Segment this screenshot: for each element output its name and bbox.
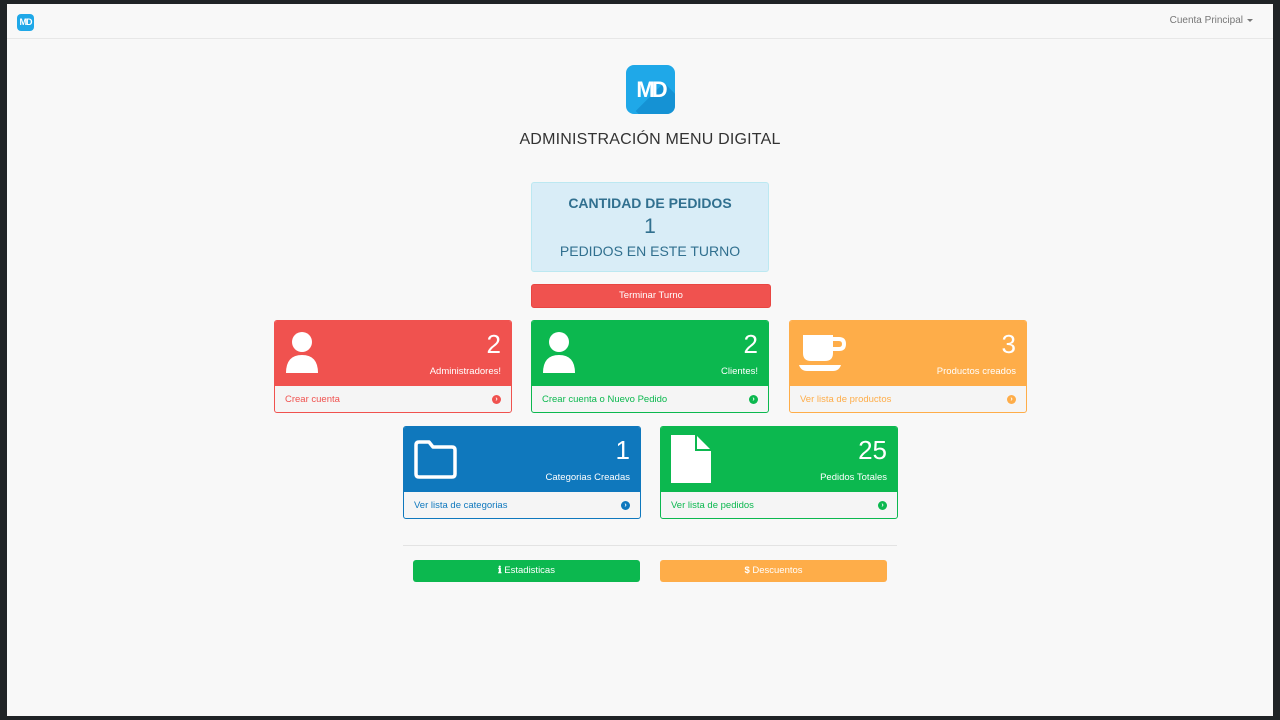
card-header: 2 Administradores!	[275, 321, 511, 386]
card-categories: 1 Categorias Creadas Ver lista de catego…	[403, 426, 641, 519]
app-logo-text: MD	[636, 77, 667, 102]
card-link-text: Crear cuenta o Nuevo Pedido	[542, 394, 668, 405]
end-shift-button[interactable]: Terminar Turno	[531, 284, 771, 308]
page: MD Cuenta Principal MD ADMINISTRACIÓN ME…	[7, 4, 1273, 716]
brand-logo-icon[interactable]: MD	[17, 14, 34, 31]
card-footer-link[interactable]: Crear cuenta ›	[275, 386, 511, 412]
orders-title: CANTIDAD DE PEDIDOS	[568, 195, 732, 211]
card-count: 1	[615, 435, 630, 465]
arrow-circle-right-icon: ›	[621, 501, 630, 510]
orders-count: 1	[644, 215, 656, 238]
card-count: 2	[486, 329, 501, 359]
card-header: 2 Clientes!	[532, 321, 768, 386]
card-label: Clientes!	[721, 366, 758, 377]
caret-down-icon	[1247, 18, 1253, 22]
user-icon	[286, 332, 318, 373]
discounts-button-label: Descuentos	[752, 565, 803, 576]
card-link-text: Ver lista de productos	[800, 394, 892, 405]
account-menu-label: Cuenta Principal	[1169, 15, 1243, 26]
card-footer-link[interactable]: Crear cuenta o Nuevo Pedido ›	[532, 386, 768, 412]
file-icon	[671, 435, 711, 483]
card-link-text: Ver lista de categorias	[414, 500, 508, 511]
card-count: 2	[743, 329, 758, 359]
card-label: Administradores!	[429, 366, 501, 377]
info-icon: ℹ	[498, 565, 502, 576]
discounts-button[interactable]: $ Descuentos	[660, 560, 887, 582]
navbar: MD Cuenta Principal	[7, 4, 1273, 39]
card-orders: 25 Pedidos Totales Ver lista de pedidos …	[660, 426, 898, 519]
card-link-text: Crear cuenta	[285, 394, 340, 405]
arrow-circle-right-icon: ›	[749, 395, 758, 404]
card-link-text: Ver lista de pedidos	[671, 500, 754, 511]
arrow-circle-right-icon: ›	[878, 501, 887, 510]
card-label: Productos creados	[936, 366, 1016, 377]
card-count: 25	[858, 435, 887, 465]
arrow-circle-right-icon: ›	[492, 395, 501, 404]
card-footer-link[interactable]: Ver lista de pedidos ›	[661, 492, 897, 518]
card-clients: 2 Clientes! Crear cuenta o Nuevo Pedido …	[531, 320, 769, 413]
card-header: 25 Pedidos Totales	[661, 427, 897, 492]
divider	[403, 545, 897, 546]
statistics-button[interactable]: ℹ Estadisticas	[413, 560, 640, 582]
arrow-circle-right-icon: ›	[1007, 395, 1016, 404]
coffee-icon	[799, 335, 846, 371]
card-products: 3 Productos creados Ver lista de product…	[789, 320, 1027, 413]
card-administrators: 2 Administradores! Crear cuenta ›	[274, 320, 512, 413]
card-header: 3 Productos creados	[790, 321, 1026, 386]
card-header: 1 Categorias Creadas	[404, 427, 640, 492]
user-icon	[543, 332, 575, 373]
orders-subtitle: PEDIDOS EN ESTE TURNO	[559, 243, 741, 259]
card-footer-link[interactable]: Ver lista de productos ›	[790, 386, 1026, 412]
dollar-icon: $	[744, 565, 750, 576]
account-menu[interactable]: Cuenta Principal	[1170, 15, 1253, 26]
card-count: 3	[1001, 329, 1016, 359]
orders-summary-panel: CANTIDAD DE PEDIDOS 1 PEDIDOS EN ESTE TU…	[531, 182, 769, 272]
app-logo: MD	[626, 65, 675, 114]
folder-icon	[414, 440, 457, 479]
card-label: Pedidos Totales	[820, 472, 887, 483]
page-title: ADMINISTRACIÓN MENU DIGITAL	[519, 131, 781, 148]
statistics-button-label: Estadisticas	[504, 565, 555, 576]
card-label: Categorias Creadas	[545, 472, 631, 483]
card-footer-link[interactable]: Ver lista de categorias ›	[404, 492, 640, 518]
